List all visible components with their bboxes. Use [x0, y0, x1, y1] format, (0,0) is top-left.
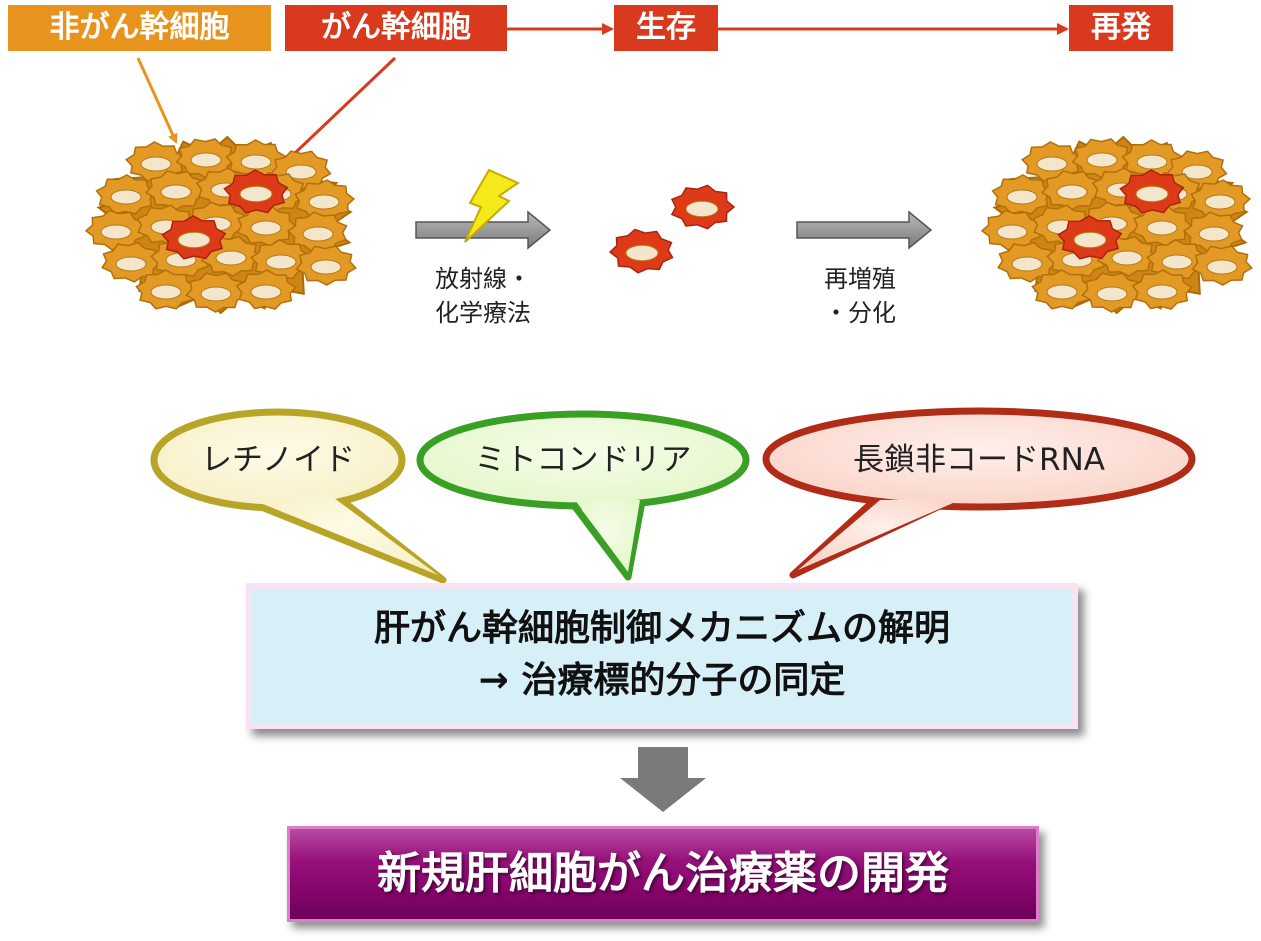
cell-nucleus	[285, 164, 317, 180]
label-survival: 生存	[614, 5, 718, 51]
cell-nucleus	[115, 256, 147, 272]
mechanism-box: 肝がん幹細胞制御メカニズムの解明 → 治療標的分子の同定	[246, 583, 1078, 729]
cell-nucleus	[310, 259, 342, 275]
mechanism-line2: → 治療標的分子の同定	[478, 660, 846, 701]
cell-nucleus	[1146, 284, 1178, 300]
cell-nucleus	[996, 224, 1028, 240]
cell-nucleus	[215, 250, 247, 266]
cell-nucleus	[150, 284, 182, 300]
cell-nucleus	[1198, 226, 1230, 242]
therapy-arrow	[415, 210, 552, 250]
down-arrow	[620, 747, 706, 812]
cell-nucleus	[250, 284, 282, 300]
caption-therapy-line2: 化学療法	[435, 299, 531, 327]
tumor-cluster-relapsed	[980, 135, 1253, 315]
bubble-mitochondria-label: ミトコンドリア	[474, 442, 692, 478]
cell-nucleus	[140, 156, 172, 172]
cell-nucleus	[1181, 164, 1213, 180]
cell-nucleus	[1136, 154, 1168, 170]
surviving-stem-cells	[608, 184, 736, 274]
cell-nucleus	[265, 254, 297, 270]
cell-nucleus	[190, 152, 222, 168]
cell-nucleus	[110, 189, 142, 205]
cell-nucleus	[100, 224, 132, 240]
cell-nucleus	[1206, 259, 1238, 275]
cell-nucleus	[177, 231, 211, 249]
cell-nucleus	[1146, 220, 1178, 236]
cell-nucleus	[625, 244, 659, 262]
cell-nucleus	[240, 154, 272, 170]
cell-nucleus	[308, 194, 340, 210]
regrowth-arrow	[796, 210, 933, 250]
cell-nucleus	[1096, 286, 1128, 302]
bubble-retinoid-label: レチノイド	[200, 442, 356, 478]
caption-regrowth: 再増殖 ・分化	[790, 262, 930, 330]
cell-nucleus	[1011, 256, 1043, 272]
label-non-cancer-stem-cell: 非がん幹細胞	[8, 5, 271, 51]
tumor-cluster-initial	[84, 135, 357, 315]
label-cancer-stem-cell: がん幹細胞	[285, 5, 507, 51]
cell-nucleus	[160, 184, 192, 200]
cell-nucleus	[1111, 250, 1143, 266]
caption-regrowth-line1: 再増殖	[824, 265, 896, 293]
mechanism-line1: 肝がん幹細胞制御メカニズムの解明	[373, 608, 950, 649]
cell-nucleus	[1036, 156, 1068, 172]
bubble-retinoid	[150, 408, 447, 584]
cell-nucleus	[1161, 254, 1193, 270]
drug-development-box: 新規肝細胞がん治療薬の開発	[287, 826, 1039, 922]
bubble-mitochondria	[416, 410, 750, 581]
cell-nucleus	[1073, 231, 1107, 249]
cell-nucleus	[1204, 194, 1236, 210]
cell-nucleus	[1056, 184, 1088, 200]
cell-nucleus	[685, 200, 719, 218]
cell-nucleus	[1046, 284, 1078, 300]
label-relapse: 再発	[1069, 5, 1173, 51]
cell-nucleus	[1086, 152, 1118, 168]
lightning-icon	[464, 168, 521, 243]
caption-therapy: 放射線・ 化学療法	[408, 262, 558, 330]
cell-nucleus	[1006, 189, 1038, 205]
caption-regrowth-line2: ・分化	[824, 299, 896, 327]
bubble-lncrna	[762, 407, 1196, 579]
cell-nucleus	[1135, 185, 1169, 203]
caption-therapy-line1: 放射線・	[435, 265, 531, 293]
cell-nucleus	[302, 226, 334, 242]
cell-nucleus	[250, 220, 282, 236]
non-cancer-stem-pointer	[136, 57, 178, 144]
cell-nucleus	[239, 185, 273, 203]
cell-nucleus	[200, 286, 232, 302]
bubble-lncrna-label: 長鎖非コードRNA	[853, 442, 1105, 478]
